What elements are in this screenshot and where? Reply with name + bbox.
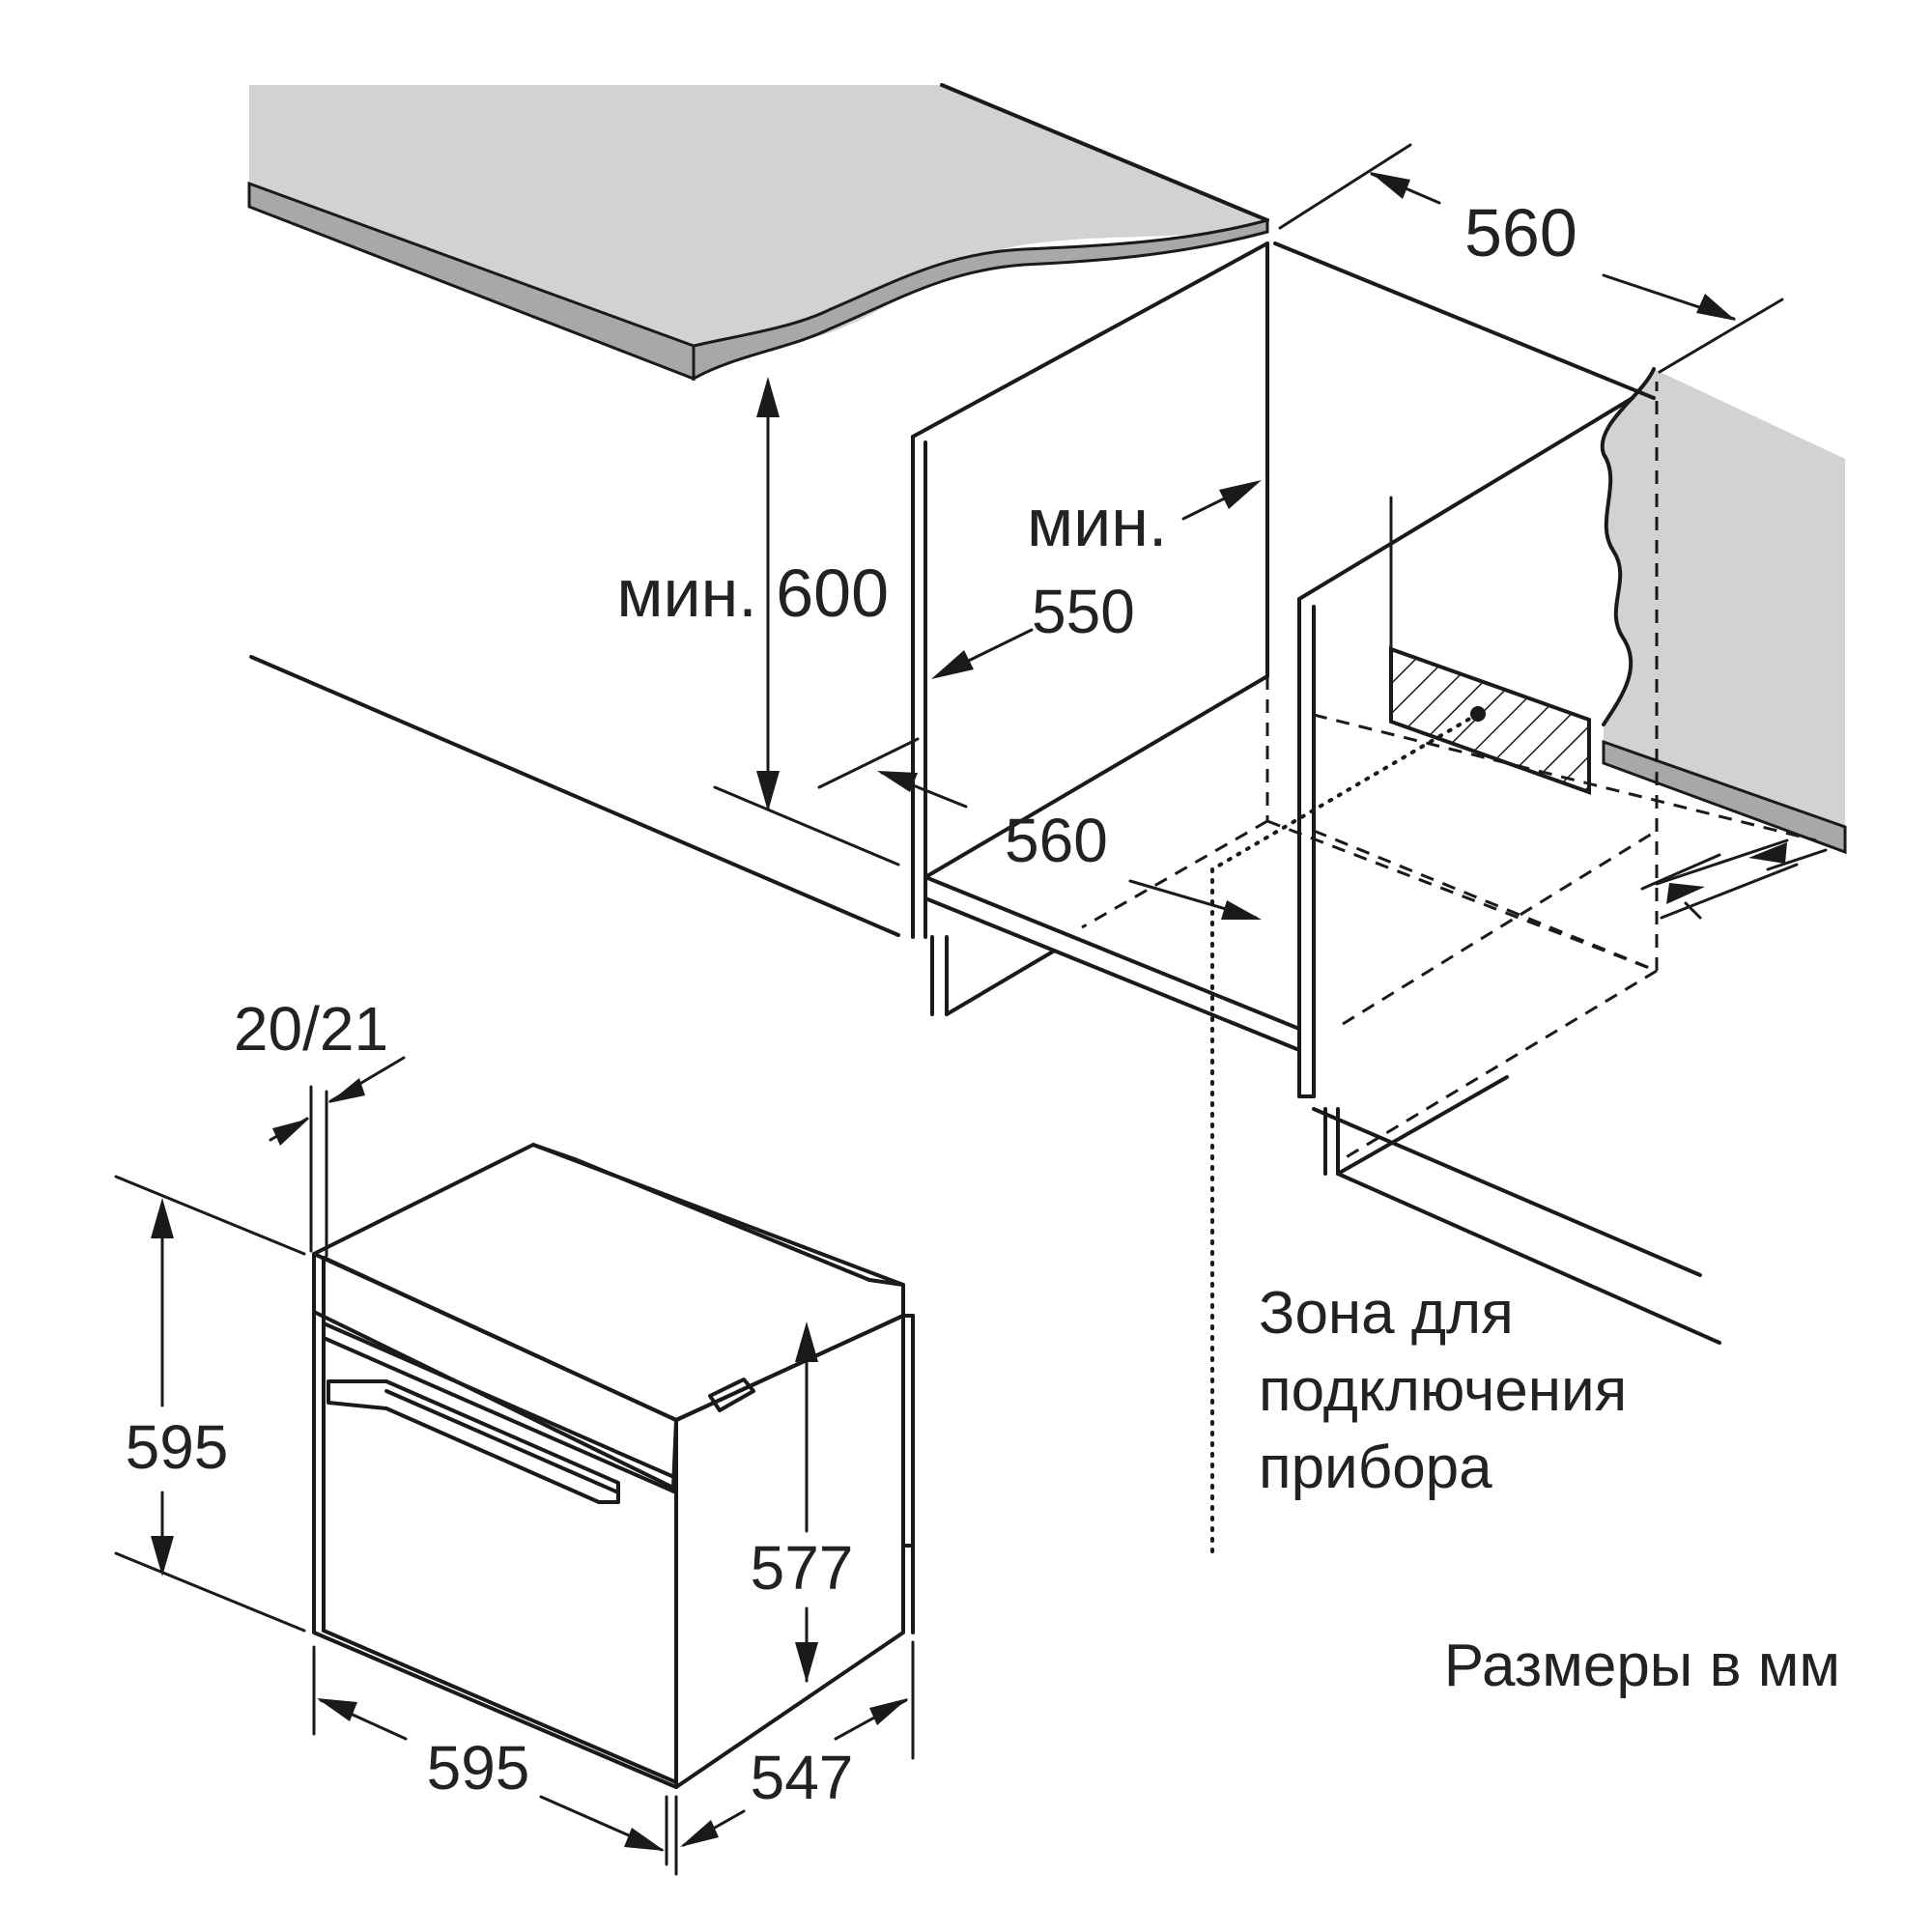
dim-min-600-label: мин. 600 — [616, 555, 889, 631]
dimension-595-height: 595 — [114, 1175, 306, 1633]
connection-zone-line-2: подключения — [1259, 1357, 1627, 1424]
dimension-20-21: 20/21 — [234, 994, 406, 1258]
connection-zone-line-3: прибора — [1259, 1435, 1492, 1501]
oven-body — [312, 1143, 915, 1789]
dimension-547: 547 — [674, 1640, 915, 1876]
connection-zone-note: Зона для подключения прибора — [1259, 1280, 1627, 1501]
dim-560-top-label: 560 — [1464, 195, 1577, 270]
countertop-left — [247, 85, 1269, 382]
units-note: Размеры в мм — [1444, 1633, 1840, 1699]
dim-595-width-label: 595 — [427, 1733, 530, 1803]
dimension-577: 577 — [751, 1321, 854, 1683]
dimension-560-bottom: 560 — [1005, 806, 1828, 920]
dim-577-label: 577 — [751, 1533, 854, 1603]
dimension-min-550: мин. 550 — [817, 480, 1262, 809]
cabinet-outline — [249, 83, 1721, 1345]
dim-550-label: 550 — [1032, 577, 1135, 646]
countertop-right — [1600, 367, 1847, 855]
dim-20-21-label: 20/21 — [234, 994, 388, 1064]
dim-min-word-label: мин. — [1027, 485, 1167, 560]
connection-zone — [1210, 496, 1591, 1557]
dim-595-height-label: 595 — [126, 1412, 229, 1482]
dim-560-bottom-label: 560 — [1005, 806, 1108, 875]
dimension-min-600: мин. 600 — [616, 377, 900, 867]
dimension-560-top: 560 — [1278, 143, 1784, 374]
connection-zone-line-1: Зона для — [1259, 1280, 1514, 1347]
dimension-595-width: 595 — [312, 1645, 668, 1866]
dim-547-label: 547 — [751, 1743, 854, 1812]
